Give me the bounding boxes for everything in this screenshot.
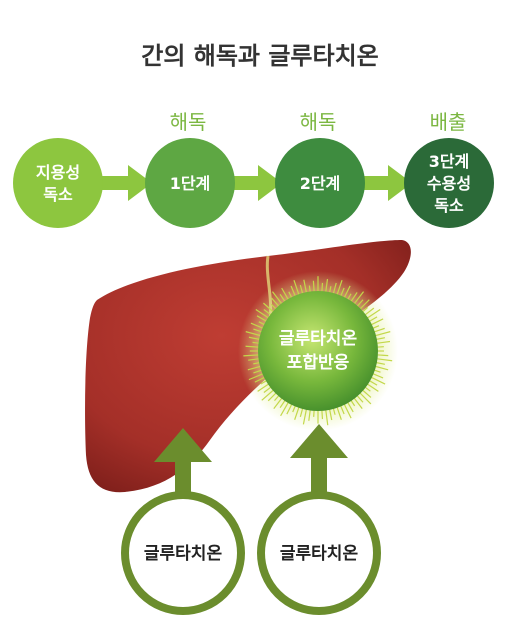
glow-ray [261,388,275,401]
stage-label-step1: 해독 [170,110,207,134]
glow-ray [250,322,265,330]
glow-ray [336,279,343,297]
glow-ray [312,280,315,294]
glow-ray [369,318,384,326]
glow-ray [363,307,375,317]
glow-ray [256,315,269,323]
glow-ray [371,372,384,379]
glow-ray [373,331,391,337]
flow-node-label: 독소 [434,196,464,215]
glow-ray [332,282,337,296]
glutathione-input-2: 글루타치온 [257,491,381,615]
glow-ray [324,278,329,294]
conjugation-label: 글루타치온 [279,329,358,349]
glow-ray [343,402,352,419]
flow-arrow-1 [100,165,152,201]
flow-node-step1: 1단계 [145,138,235,228]
glow-ray [373,365,389,371]
glutathione-input-1: 글루타치온 [121,491,245,615]
glow-ray [349,292,358,304]
flow-arrow-2 [232,165,282,201]
flow-node-label: 지용성 [36,163,80,182]
glow-ray [328,407,333,421]
flow-node-label: 3단계 [429,152,470,171]
flow-arrows [100,165,412,201]
flow-arrow-3 [362,165,412,201]
input-arrows [154,424,348,500]
glow-ray [290,285,297,298]
input-label: 글루타치온 [144,544,223,564]
glow-ray [257,382,271,392]
flow-node-label: 수용성 [427,174,471,193]
glow-ray [365,308,381,320]
input-circle [257,491,381,615]
glutathione-conjugation: 글루타치온 포합반응 [238,271,398,431]
glow-ray [369,376,386,385]
flow-node-circle [275,138,365,228]
flow-node-fat-soluble-toxin: 지용성 독소 [13,138,103,228]
stage-labels: 해독 해독 배출 [170,110,467,134]
stage-label-step2: 해독 [300,110,337,134]
glow-ray [245,331,263,337]
glow-ray [293,279,300,297]
glow-ray [243,354,261,357]
glow-ray [324,408,329,426]
glow-ray [352,396,363,409]
flow-node-step3-water-soluble-toxin: 3단계 수용성 독소 [404,138,494,228]
flow-node-circle [404,138,494,228]
up-arrow-1 [154,428,212,500]
glow-ray [343,285,351,300]
glow-ray [245,345,261,348]
glow-ray [308,408,312,421]
glow-ray [302,407,308,425]
flow-node-circle [13,138,103,228]
glow-ray [346,400,354,413]
glow-ray [271,297,281,308]
glow-ray [352,291,365,306]
diagram-title: 간의 해독과 글루타치온 [141,42,379,70]
glow-ray [255,308,271,320]
glow-ray [267,391,278,402]
input-label: 글루타치온 [280,544,359,564]
glow-ray [248,372,265,381]
glow-ray [281,287,290,302]
glow-ray [273,396,284,409]
flow-node-circle [145,138,235,228]
glow-ray [336,405,342,420]
flow-node-label: 1단계 [170,174,211,193]
glow-ray [375,354,389,357]
glow-ray [375,357,393,362]
glow-ray [375,340,391,345]
glow-ray [358,391,372,405]
input-circle [121,491,245,615]
stage-label-step3: 배출 [430,110,467,134]
glow-ray [358,299,370,311]
glow-ray [280,400,290,417]
glow-ray [271,291,284,306]
conjugation-label: 포합반응 [287,352,350,373]
glow-ray [365,382,379,392]
glow-ray [263,302,275,314]
glow-ray [361,388,372,398]
glow-ray [248,336,262,341]
glow-ray [303,279,308,295]
glow-ray [294,405,300,420]
glow-ray [247,365,263,371]
up-arrow-2 [290,424,348,500]
glow-ray [254,376,267,383]
glow-ray [286,402,293,415]
flow-node-label: 독소 [43,185,73,204]
glow-ray [372,327,385,333]
conjugation-circle [258,291,378,411]
flow-node-step2: 2단계 [275,138,365,228]
flow-node-label: 2단계 [300,174,341,193]
glow-ray [248,357,261,361]
